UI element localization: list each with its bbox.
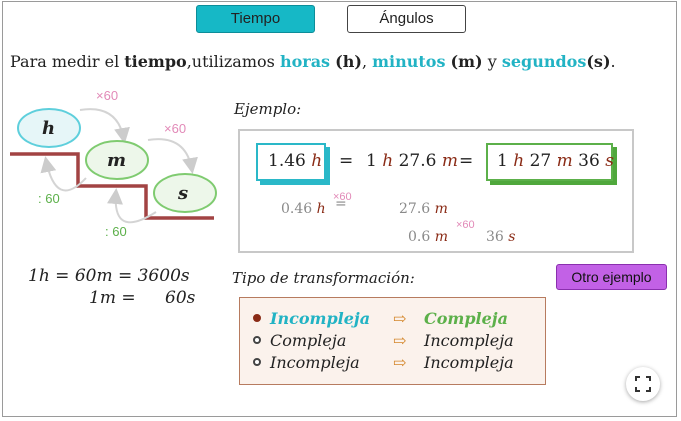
arrow-h-to-m (79, 108, 130, 144)
tab-tiempo[interactable]: Tiempo (196, 5, 315, 33)
option-3-arrow: ⇨ (393, 353, 407, 372)
node-m-label: m (107, 150, 127, 171)
example-input-value: 1.46 h (268, 151, 322, 171)
fullscreen-button[interactable] (626, 367, 660, 401)
intro-h-symbol: (h) (335, 52, 362, 71)
calc-2-times60: ×60 (456, 219, 475, 231)
unit-s: s (605, 151, 614, 171)
value: 1 (366, 151, 377, 171)
intro-horas: horas (279, 52, 331, 71)
intro-s-symbol: (s) (586, 52, 611, 71)
div-label-2: : 60 (105, 224, 127, 239)
intro-text: ,utilizamos (186, 52, 280, 71)
calc-2-lhs: 0.6 m (408, 229, 448, 245)
unit-h: h (382, 151, 394, 171)
calc-1-times60: ×60 (333, 191, 352, 203)
equivalence-line-1: 1h = 60m = 3600s (28, 266, 190, 286)
unit-m: m (441, 151, 458, 171)
intro-text: . (610, 52, 616, 71)
option-1-arrow: ⇨ (393, 309, 407, 328)
transformation-options (239, 297, 546, 385)
option-1-from[interactable]: Incompleja (270, 309, 371, 328)
node-h-label: h (42, 118, 56, 139)
unit-m: m (434, 201, 448, 217)
example-title: Ejemplo: (234, 100, 302, 118)
node-h (17, 108, 81, 148)
node-s-label: s (178, 183, 189, 204)
radio-option-2[interactable] (253, 336, 261, 344)
option-3-from[interactable]: Incompleja (270, 353, 360, 372)
option-3-to[interactable]: Incompleja (424, 353, 514, 372)
equals-sign-1: = (339, 151, 354, 171)
value: 27.6 (399, 201, 431, 217)
applet-frame (2, 1, 677, 417)
unit-m: m (556, 151, 573, 171)
option-2-arrow: ⇨ (393, 331, 407, 350)
value: 36 (486, 229, 504, 245)
intro-tiempo: tiempo (124, 52, 187, 71)
value: 0.6 (408, 229, 431, 245)
example-result-value: 1 h 27 m 36 s (497, 151, 614, 171)
intro-minutos: minutos (372, 52, 446, 71)
unit-h: h (311, 151, 323, 171)
div-label-1: : 60 (38, 191, 60, 206)
arrow-m-to-s (147, 138, 198, 174)
radio-option-3[interactable] (253, 358, 261, 366)
intro-text: , (361, 52, 373, 71)
value: 1.46 (268, 151, 306, 171)
value: 36 (578, 151, 600, 171)
value: 0.46 (281, 201, 313, 217)
option-1-to[interactable]: Compleja (424, 309, 508, 328)
value: 1 (497, 151, 508, 171)
value: 27.6 (398, 151, 437, 171)
example-box (238, 129, 634, 253)
intro-text: y (482, 52, 502, 71)
calc-2-rhs: 36 s (486, 229, 515, 245)
calc-1-lhs: 0.46 h (281, 201, 326, 217)
intro-text: Para medir el (10, 52, 125, 71)
node-m (85, 140, 149, 180)
node-s (153, 173, 217, 213)
equals-sign-2: = (459, 151, 474, 171)
example-input-box (256, 143, 326, 181)
unit-s: s (508, 229, 516, 245)
example-mid-value: 1 h 27.6 m (366, 151, 458, 171)
intro-segundos: segundos (501, 52, 587, 71)
equivalence-line-2-rhs: 60s (165, 288, 196, 308)
tipo-title: Tipo de transformación: (232, 269, 415, 287)
tab-angulos[interactable]: Ángulos (347, 5, 466, 33)
option-2-from[interactable]: Compleja (270, 331, 347, 350)
arrow-s-to-m (107, 188, 157, 224)
arrow-m-to-h (40, 156, 87, 192)
option-2-to[interactable]: Incompleja (424, 331, 514, 350)
equivalence-line-2-lhs: 1m = (89, 288, 136, 308)
unit-h: h (316, 201, 326, 217)
unit-h: h (513, 151, 525, 171)
intro-sentence: Para medir el tiempo,utilizamos horas (h… (10, 52, 616, 71)
mult-label-2: ×60 (164, 121, 187, 136)
calc-1-eq: = (335, 196, 347, 212)
otro-ejemplo-button[interactable]: Otro ejemplo (556, 264, 667, 290)
fullscreen-icon (635, 376, 651, 392)
staircase-line (10, 152, 214, 220)
value: 27 (529, 151, 552, 171)
intro-m-symbol: (m) (450, 52, 483, 71)
unit-m: m (434, 229, 448, 245)
mult-label-1: ×60 (96, 88, 119, 103)
calc-1-rhs: 27.6 m (399, 201, 448, 217)
example-result-box (486, 143, 613, 181)
radio-option-1[interactable] (253, 314, 261, 322)
